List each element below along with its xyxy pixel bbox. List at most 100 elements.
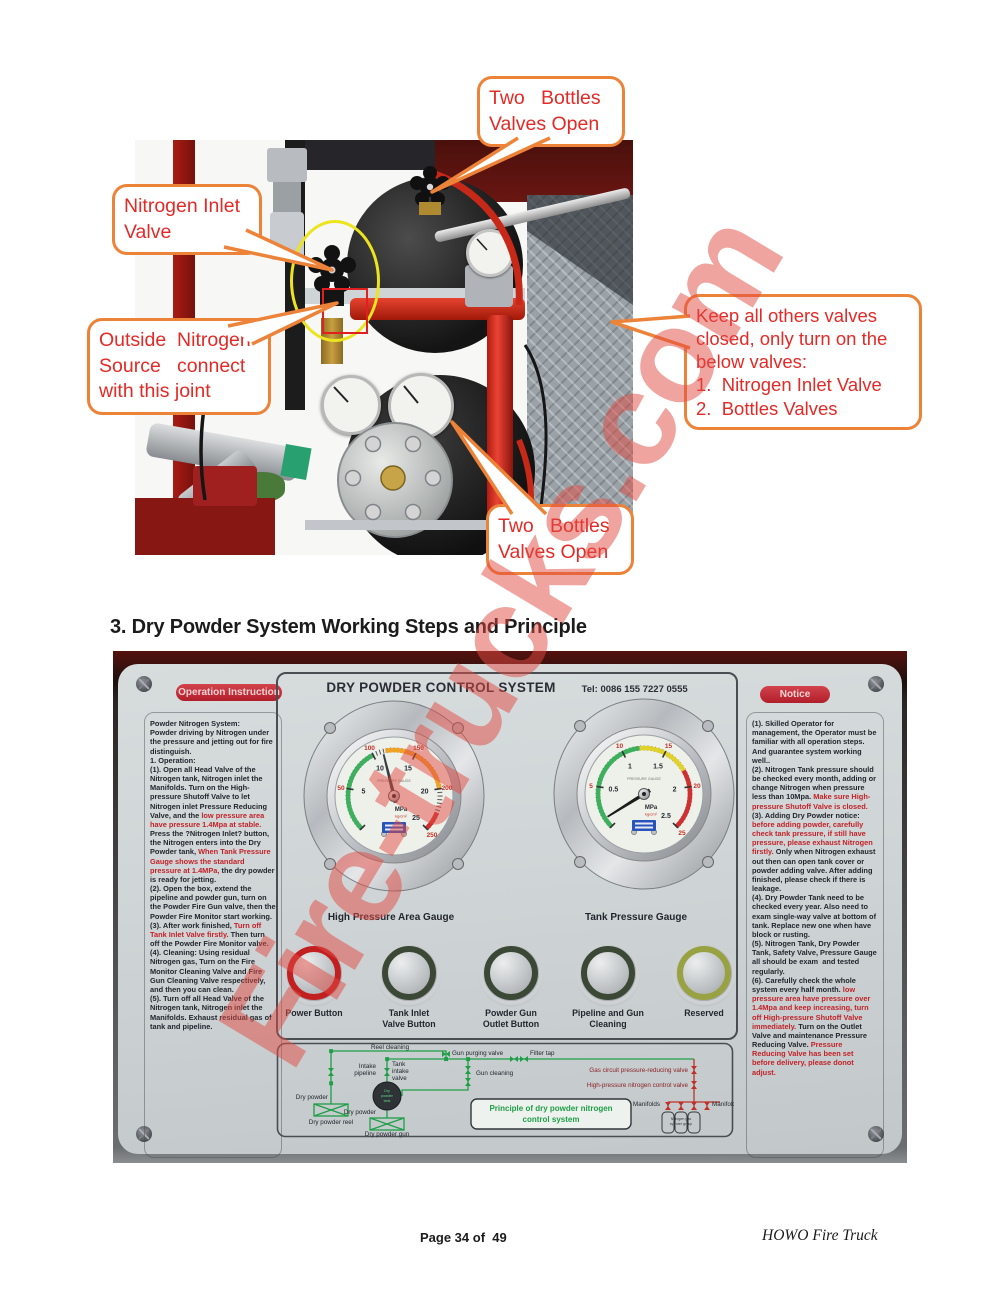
reserved-button <box>676 945 732 1001</box>
principle-schematic: Dry powder tank Nitrogen gas cylinder gr… <box>276 1042 734 1138</box>
label-manifolds-right: Manifolds <box>712 1101 734 1108</box>
green-pipes <box>313 1049 694 1131</box>
control-panel-photo: Operation Instruction Notice Powder Nitr… <box>113 651 907 1163</box>
reserved-button-label: Reserved <box>684 1008 724 1018</box>
svg-text:100: 100 <box>364 745 375 752</box>
panel-telephone: Tel: 0086 155 7227 0555 <box>581 684 688 695</box>
notice-text: (1). Skilled Operator for management, th… <box>746 712 884 1158</box>
cylinder-group <box>661 1111 701 1134</box>
gauge-face-text: PRESSURE GAUGE <box>377 779 411 783</box>
flange-bolts <box>344 435 442 521</box>
dark-top-beam <box>300 140 440 170</box>
corner-screw-icon <box>868 1126 884 1142</box>
high-pressure-gauge-label: High Pressure Area Gauge <box>327 912 455 923</box>
mount-screws <box>574 720 714 868</box>
button-ring <box>484 946 538 1000</box>
svg-text:5: 5 <box>589 783 593 790</box>
callout-two-bottles-top: Two Bottles Valves Open <box>477 76 625 148</box>
brand-label <box>632 820 656 831</box>
svg-text:250: 250 <box>427 832 438 839</box>
tank-inlet-valve-button-label: Tank Inlet Valve Button <box>382 1008 436 1029</box>
svg-text:0.5: 0.5 <box>609 787 619 794</box>
callout-keep-closed: Keep all others valves closed, only turn… <box>684 294 922 430</box>
svg-text:Nitrogen gas: Nitrogen gas <box>671 1117 692 1121</box>
svg-text:2.5: 2.5 <box>661 813 671 820</box>
power-button-label: Power Button <box>285 1008 343 1018</box>
svg-text:10: 10 <box>616 743 624 750</box>
label-reel-cleaning: Reel cleaning <box>371 1044 410 1051</box>
button-ring <box>382 946 436 1000</box>
svg-text:20: 20 <box>693 783 701 790</box>
footer-brand: HOWO Fire Truck <box>762 1227 878 1244</box>
frame-bottom-rail <box>305 520 525 530</box>
regulator-top <box>267 148 307 182</box>
label-gun-cleaning: Gun cleaning <box>476 1070 514 1077</box>
svg-text:25: 25 <box>412 815 420 822</box>
mpa-scale: 0.5 1 1.5 2 2.5 <box>609 764 677 821</box>
tank-inlet-valve-button <box>381 945 437 1001</box>
label-gun-purging: Gun purging valve <box>452 1050 504 1057</box>
svg-text:15: 15 <box>404 766 412 773</box>
notice-header: Notice <box>760 686 830 703</box>
label-dry-powder-gun: Dry powder gun <box>365 1131 410 1138</box>
svg-text:cylinder group: cylinder group <box>670 1122 693 1126</box>
callout-nitrogen-inlet: Nitrogen Inlet Valve <box>112 184 262 256</box>
svg-text:20: 20 <box>421 789 429 796</box>
label-tank-valve-2: intake <box>392 1068 409 1075</box>
label-intake-1: Intake <box>359 1063 377 1070</box>
principle-title-line2: control system <box>523 1115 580 1124</box>
panel-title-row: DRY POWDER CONTROL SYSTEM Tel: 0086 155 … <box>278 680 736 695</box>
gauge-unit2: kg/cm² <box>395 814 408 819</box>
label-tank-valve-3: valve <box>392 1075 407 1082</box>
corner-screw-icon <box>136 676 152 692</box>
tank-pressure-gauge-label: Tank Pressure Gauge <box>584 912 688 923</box>
label-gas-circuit: Gas circuit pressure-reducing valve <box>589 1067 688 1074</box>
outer-scale: 5 10 15 20 25 <box>589 743 701 837</box>
svg-text:150: 150 <box>413 745 424 752</box>
bottle-valve-handwheel <box>410 166 450 215</box>
corner-screw-icon <box>136 1126 152 1142</box>
label-dry-powder-mid: Dry powder <box>344 1109 376 1116</box>
label-manifolds-left: Manifolds <box>633 1101 660 1108</box>
gauge-unit2: kg/cm² <box>645 812 658 817</box>
powder-gun-outlet-button <box>483 945 539 1001</box>
principle-title-line1: Principle of dry powder nitrogen <box>489 1104 612 1113</box>
mid-gauge-left <box>321 375 381 435</box>
gauge-unit: MPa <box>395 807 408 813</box>
label-dry-powder-reel: Dry powder reel <box>309 1119 353 1126</box>
button-ring <box>581 946 635 1000</box>
svg-text:15: 15 <box>665 743 673 750</box>
svg-text:1.5: 1.5 <box>653 764 663 771</box>
pipeline-gun-cleaning-button <box>580 945 636 1001</box>
svg-text:2: 2 <box>673 787 677 794</box>
power-button-ring <box>287 946 341 1000</box>
red-box-annotation <box>322 288 368 334</box>
tank-pressure-gauge: 0.5 1 1.5 2 2.5 5 10 15 20 25 PRESSURE G… <box>553 698 735 890</box>
page-number: Page 34 of 49 <box>420 1230 507 1245</box>
gauge-unit: MPa <box>645 805 658 811</box>
brand-label <box>382 822 406 833</box>
red-valve-icons <box>665 1066 710 1110</box>
panel-title: DRY POWDER CONTROL SYSTEM <box>326 680 556 695</box>
valve-system-photo <box>135 140 633 555</box>
gauge-face-text: PRESSURE GAUGE <box>627 777 661 781</box>
callout-two-bottles-bottom: Two Bottles Valves Open <box>486 504 634 576</box>
control-panel-face: Operation Instruction Notice Powder Nitr… <box>118 664 902 1158</box>
svg-text:5: 5 <box>361 789 365 796</box>
power-button <box>286 945 342 1001</box>
high-pressure-gauge: 5 10 15 20 25 50 100 150 200 250 PRESSUR… <box>303 700 485 892</box>
label-dry-powder-left: Dry powder <box>296 1094 328 1101</box>
dry-powder-tank-node <box>372 1081 402 1111</box>
section-heading: 3. Dry Powder System Working Steps and P… <box>110 616 587 638</box>
mount-screws <box>324 722 464 870</box>
gauge-needles <box>333 238 488 404</box>
label-tank-valve-1: Tank <box>392 1061 406 1068</box>
green-valve-icons <box>328 1051 528 1086</box>
svg-text:10: 10 <box>376 766 384 773</box>
label-hp-control: High-pressure nitrogen control valve <box>587 1082 689 1089</box>
svg-text:200: 200 <box>442 785 453 792</box>
red-hoses <box>433 170 535 547</box>
callout-outside-source: Outside Nitrogen Source connect with thi… <box>87 318 271 416</box>
svg-text:1: 1 <box>628 764 632 771</box>
